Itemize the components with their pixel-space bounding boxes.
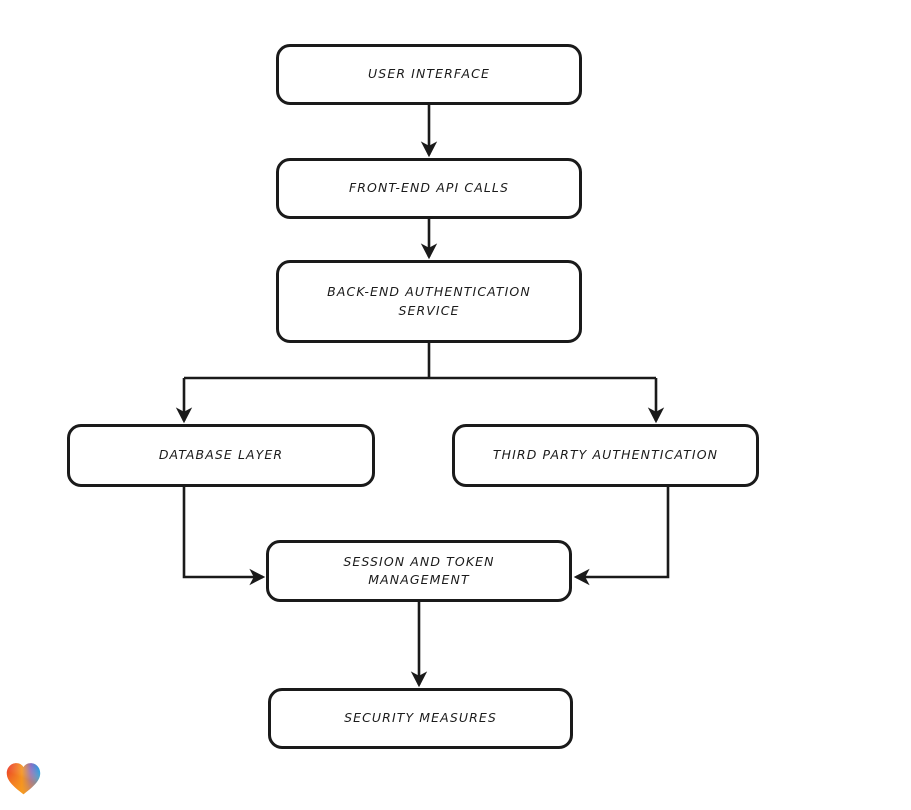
node-back-end-authentication-service[interactable]: Back-End Authentication Service xyxy=(276,260,582,343)
node-user-interface-label: User Interface xyxy=(368,66,490,82)
connector-database-to-session xyxy=(182,487,266,586)
node-third-party-authentication-label: Third Party Authentication xyxy=(492,447,719,463)
node-front-end-api-calls-label: Front-End API Calls xyxy=(348,180,510,196)
node-security-measures[interactable]: Security Measures xyxy=(268,688,573,749)
node-third-party-authentication[interactable]: Third Party Authentication xyxy=(452,424,759,487)
node-database-layer[interactable]: Database Layer xyxy=(67,424,375,487)
node-database-layer-label: Database Layer xyxy=(158,447,284,463)
node-back-end-authentication-service-label: Back-End Authentication Service xyxy=(327,284,531,318)
node-session-and-token-management-label: Session and Token Management xyxy=(343,553,495,587)
node-front-end-api-calls[interactable]: Front-End API Calls xyxy=(276,158,582,219)
node-session-and-token-management[interactable]: Session and Token Management xyxy=(266,540,572,602)
connector-thirdparty-to-session xyxy=(573,487,670,586)
node-security-measures-label: Security Measures xyxy=(344,710,497,726)
node-user-interface[interactable]: User Interface xyxy=(276,44,582,105)
heart-icon xyxy=(6,763,41,795)
